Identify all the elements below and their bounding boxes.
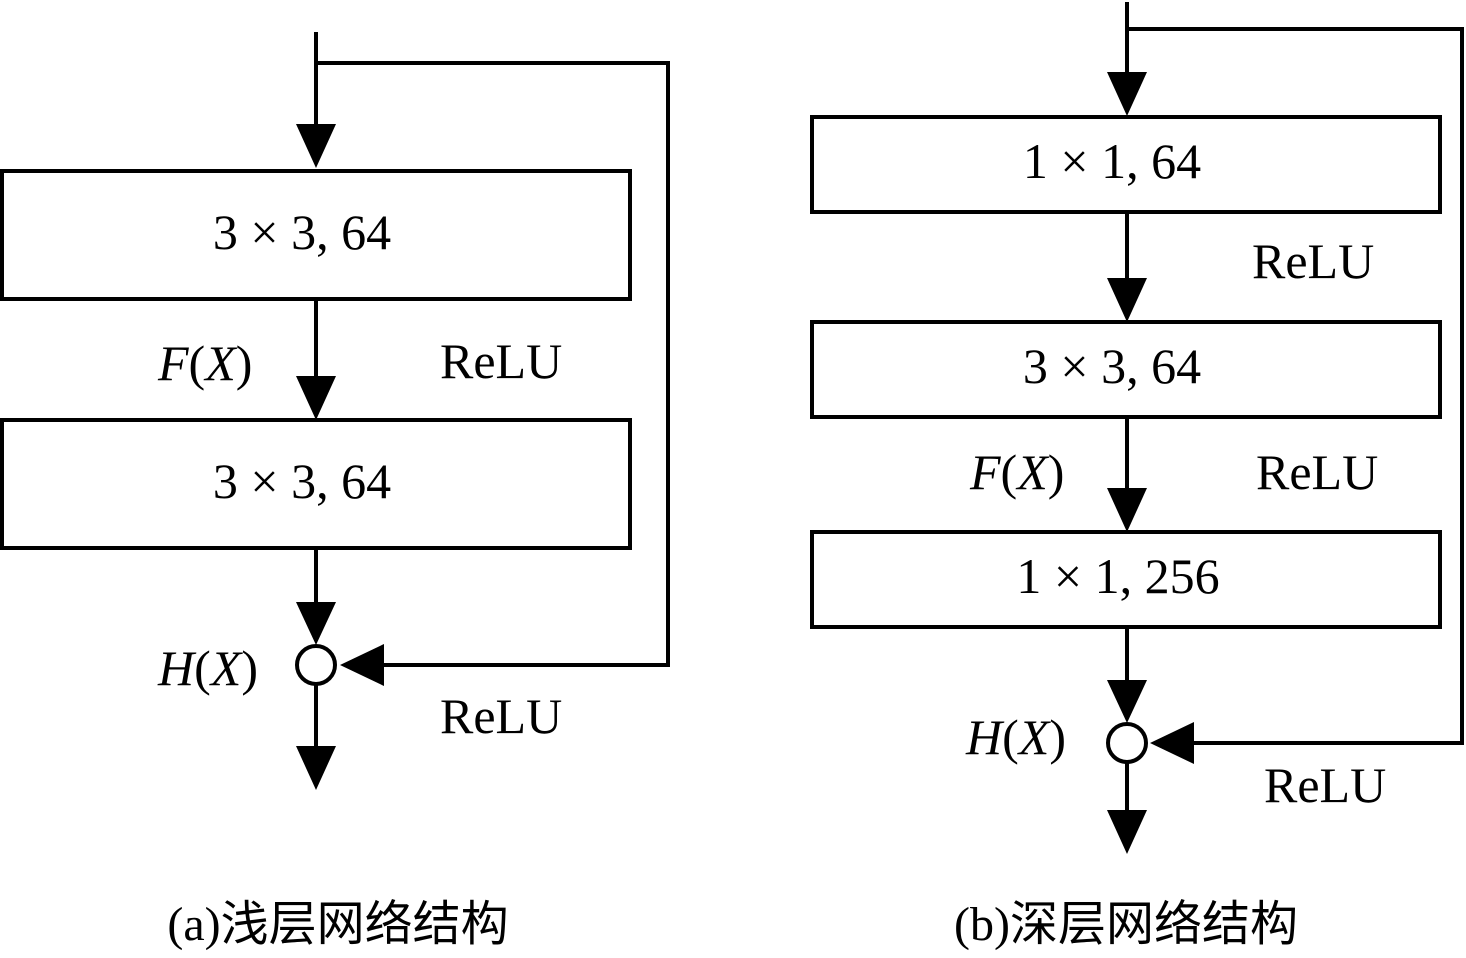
b-input-arrowhead	[1107, 72, 1147, 116]
b-arrowhead-3-sum	[1107, 680, 1147, 723]
b-relu-label-1: ReLU	[1252, 233, 1374, 289]
a-sum-node	[295, 644, 337, 686]
b-conv-box-1	[810, 115, 1442, 214]
a-arrowhead-2-sum	[296, 602, 336, 645]
a-fx-label: F(X)	[157, 335, 252, 391]
b-conv-box-2	[810, 320, 1442, 419]
diagram-b-deep: 1 × 1, 64 ReLU 3 × 3, 64 F(X) ReLU 1 × 1…	[810, 2, 1464, 951]
b-arrowhead-2-3	[1107, 488, 1147, 532]
a-relu-label-1: ReLU	[440, 333, 562, 389]
a-conv-box-2	[0, 418, 632, 550]
b-fx-label: F(X)	[969, 444, 1064, 500]
b-sum-node	[1106, 722, 1148, 764]
a-conv-box-2-label: 3 × 3, 64	[213, 453, 391, 509]
a-output-arrowhead	[296, 746, 336, 790]
b-skip-connection	[1127, 27, 1464, 745]
a-conv-box-1	[0, 169, 632, 301]
b-conv-box-1-label: 1 × 1, 64	[1023, 133, 1201, 189]
b-skip-arrowhead	[1150, 722, 1194, 764]
a-hx-label: H(X)	[157, 640, 258, 696]
b-relu-label-3: ReLU	[1264, 757, 1386, 813]
b-hx-label: H(X)	[965, 709, 1066, 765]
diagram-a-shallow: 3 × 3, 64 F(X) ReLU 3 × 3, 64 H(X) ReLU …	[0, 32, 670, 951]
a-skip-arrowhead	[340, 644, 384, 686]
a-relu-label-2: ReLU	[440, 688, 562, 744]
a-caption: (a)浅层网络结构	[167, 898, 508, 951]
b-output-arrowhead	[1107, 810, 1147, 854]
a-conv-box-1-label: 3 × 3, 64	[213, 204, 391, 260]
b-conv-box-3-label: 1 × 1, 256	[1016, 548, 1219, 604]
a-arrowhead-1-2	[296, 376, 336, 420]
b-conv-box-2-label: 3 × 3, 64	[1023, 338, 1201, 394]
b-arrowhead-1-2	[1107, 278, 1147, 322]
a-input-arrowhead	[296, 124, 336, 168]
b-relu-label-2: ReLU	[1256, 444, 1378, 500]
b-caption: (b)深层网络结构	[954, 898, 1298, 951]
a-skip-connection	[316, 61, 670, 667]
